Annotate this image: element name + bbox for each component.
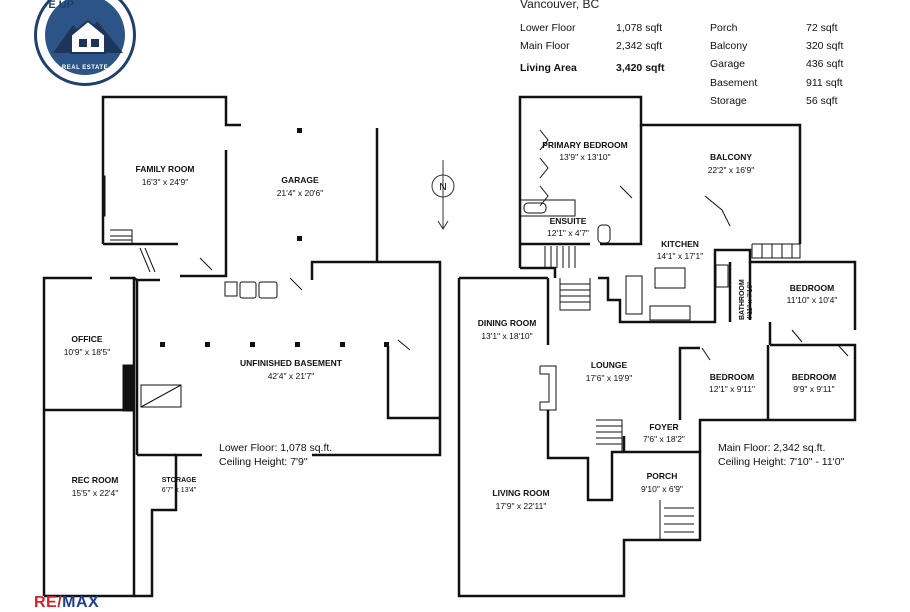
bedroom-1-label: BEDROOM — [790, 283, 834, 293]
logo-subtitle: REAL ESTATE — [61, 65, 109, 71]
ensuite-dim: 12'1" x 4'7" — [547, 228, 589, 238]
storage-dim: 6'7" x 13'4" — [162, 487, 197, 494]
lounge-label: LOUNGE — [591, 360, 628, 370]
family-room-label: FAMILY ROOM — [135, 164, 194, 174]
primary-bedroom-label: PRIMARY BEDROOM — [542, 140, 627, 150]
foyer-label: FOYER — [649, 422, 678, 432]
lower-floor-details — [102, 175, 411, 412]
stat-value: 436 sqft — [806, 58, 844, 70]
balcony-dim: 22'2" x 16'9" — [708, 165, 755, 175]
lower-floor-columns — [160, 128, 389, 347]
rec-room-dim: 15'5" x 22'4" — [72, 488, 119, 498]
garage-label: GARAGE — [281, 175, 319, 185]
stat-label: Garage — [710, 58, 746, 70]
bedroom-3-dim: 9'9" x 9'11" — [793, 384, 834, 394]
lower-floor-walls — [42, 95, 442, 598]
main-floor-details — [519, 129, 849, 541]
office-label: OFFICE — [71, 334, 102, 344]
garage-dim: 21'4" x 20'6" — [277, 188, 324, 198]
city-label: Vancouver, BC — [520, 0, 600, 11]
stat-label: Lower Floor — [520, 22, 576, 34]
north-compass: N — [431, 160, 455, 230]
stat-label: Storage — [710, 95, 747, 107]
stat-label: Main Floor — [520, 40, 570, 52]
rec-room-label: REC ROOM — [72, 475, 119, 485]
stat-label: Basement — [710, 77, 758, 89]
porch-dim: 9'10" x 6'9" — [641, 484, 683, 494]
stat-value: 2,342 sqft — [616, 40, 663, 52]
kitchen-dim: 14'1" x 17'1" — [657, 251, 704, 261]
stat-value: 56 sqft — [806, 95, 838, 107]
stat-value: 3,420 sqft — [616, 62, 665, 74]
stat-label: Balcony — [710, 40, 748, 52]
dining-room-dim: 13'1" x 18'10" — [481, 331, 532, 341]
office-dim: 10'9" x 18'5" — [64, 347, 111, 357]
balcony-label: BALCONY — [710, 152, 752, 162]
living-room-dim: 17'9" x 22'11" — [496, 501, 547, 511]
lower-floor-area: Lower Floor: 1,078 sq.ft. — [219, 442, 332, 454]
logo-emblem — [45, 0, 125, 75]
stat-value: 911 sqft — [806, 77, 843, 89]
remax-logo-part-b: MAX — [62, 594, 100, 611]
storage-label: STORAGE — [162, 477, 197, 484]
stat-value: 1,078 sqft — [616, 22, 663, 34]
foyer-dim: 7'6" x 18'2" — [643, 434, 685, 444]
living-room-label: LIVING ROOM — [492, 488, 549, 498]
bedroom-2-label: BEDROOM — [710, 372, 754, 382]
main-floor-area: Main Floor: 2,342 sq.ft. — [718, 442, 825, 454]
lounge-dim: 17'6" x 19'9" — [586, 373, 633, 383]
bedroom-2-dim: 12'1" x 9'11" — [709, 384, 755, 394]
bedroom-3-label: BEDROOM — [792, 372, 836, 382]
stat-value: 320 sqft — [806, 40, 844, 52]
family-room-dim: 16'3" x 24'9" — [142, 177, 189, 187]
stat-value: 72 sqft — [806, 22, 838, 34]
remax-logo: RE/MAX — [34, 594, 99, 612]
stat-label: Porch — [710, 22, 738, 34]
logo-ring-text: VE UP — [41, 0, 75, 11]
main-floor-walls — [457, 95, 857, 598]
bathroom-label: BATHROOM — [739, 279, 746, 320]
kitchen-label: KITCHEN — [661, 239, 699, 249]
main-floor-ceiling: Ceiling Height: 7'10" - 11'0" — [718, 456, 845, 468]
compass-label: N — [439, 182, 446, 193]
bedroom-1-dim: 11'10" x 10'4" — [787, 295, 838, 305]
house-mountain-icon — [53, 19, 123, 54]
primary-bedroom-dim: 13'9" x 13'10" — [559, 152, 610, 162]
brand-logo: VE UP REAL ESTATE — [34, 0, 136, 86]
lower-floor-ceiling: Ceiling Height: 7'9" — [219, 456, 308, 468]
unfinished-basement-label: UNFINISHED BASEMENT — [240, 358, 343, 368]
remax-logo-part-a: RE/ — [34, 594, 63, 611]
porch-label: PORCH — [647, 471, 678, 481]
unfinished-basement-dim: 42'4" x 21'7" — [268, 371, 315, 381]
dining-room-label: DINING ROOM — [478, 318, 537, 328]
stat-label: Living Area — [520, 62, 577, 74]
bathroom-dim: 4'11" x 7'10" — [747, 282, 754, 320]
ensuite-label: ENSUITE — [550, 216, 587, 226]
